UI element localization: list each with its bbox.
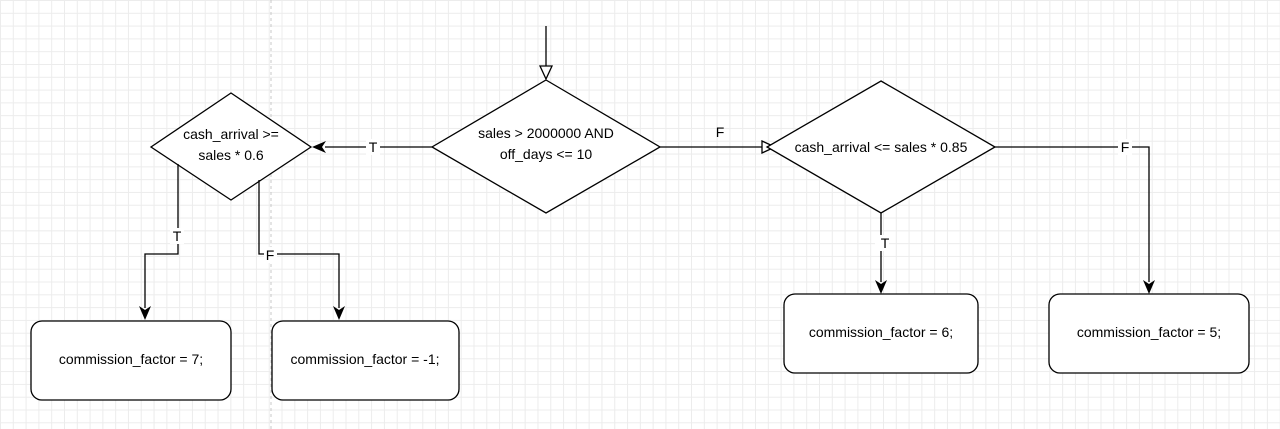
decision-left[interactable]: cash_arrival >= sales * 0.6 xyxy=(149,92,313,201)
edge-main-true[interactable]: T xyxy=(312,139,432,155)
decision-left-text-2: sales * 0.6 xyxy=(198,147,264,163)
decision-main-text-1: sales > 2000000 AND xyxy=(478,125,614,141)
process-box-cf5-text: commission_factor = 5; xyxy=(1077,324,1221,340)
edge-label-main-true: T xyxy=(369,139,378,155)
entry-edge[interactable] xyxy=(538,26,554,81)
edge-label-main-false: F xyxy=(716,124,725,140)
decision-main-text-2: off_days <= 10 xyxy=(500,146,593,162)
edge-label-left-true: T xyxy=(173,228,182,244)
process-box-cf-minus1[interactable]: commission_factor = -1; xyxy=(271,320,460,401)
decision-main[interactable]: sales > 2000000 AND off_days <= 10 xyxy=(430,79,662,214)
edge-left-false[interactable]: F xyxy=(258,180,345,320)
process-box-cf-minus1-text: commission_factor = -1; xyxy=(291,351,440,367)
process-box-cf7[interactable]: commission_factor = 7; xyxy=(30,320,232,401)
edge-label-right-true: T xyxy=(881,235,890,251)
edge-main-false[interactable]: F xyxy=(660,124,777,155)
edge-label-right-false: F xyxy=(1121,139,1130,155)
decision-right[interactable]: cash_arrival <= sales * 0.85 xyxy=(765,80,997,214)
edge-label-left-false: F xyxy=(266,247,275,263)
edge-right-false[interactable]: F xyxy=(995,139,1155,294)
decision-left-text-1: cash_arrival >= xyxy=(183,126,279,142)
process-box-cf5[interactable]: commission_factor = 5; xyxy=(1048,293,1250,374)
edge-left-true[interactable]: T xyxy=(139,164,184,320)
edge-right-true[interactable]: T xyxy=(875,213,890,294)
process-box-cf6-text: commission_factor = 6; xyxy=(809,324,953,340)
process-box-cf7-text: commission_factor = 7; xyxy=(59,351,203,367)
process-box-cf6[interactable]: commission_factor = 6; xyxy=(783,293,979,374)
decision-right-text: cash_arrival <= sales * 0.85 xyxy=(795,139,968,155)
